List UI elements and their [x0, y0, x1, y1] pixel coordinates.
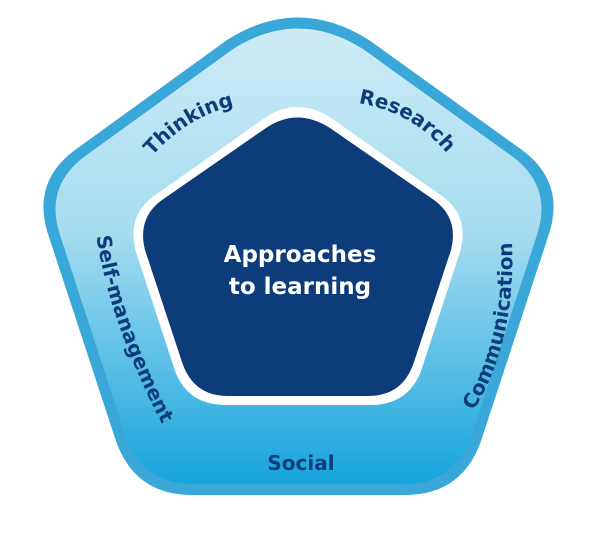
inner-pentagon [143, 117, 453, 396]
segment-label-social: Social [267, 451, 334, 475]
center-title-line-2: to learning [229, 274, 371, 300]
center-title-line-1: Approaches [224, 242, 377, 268]
